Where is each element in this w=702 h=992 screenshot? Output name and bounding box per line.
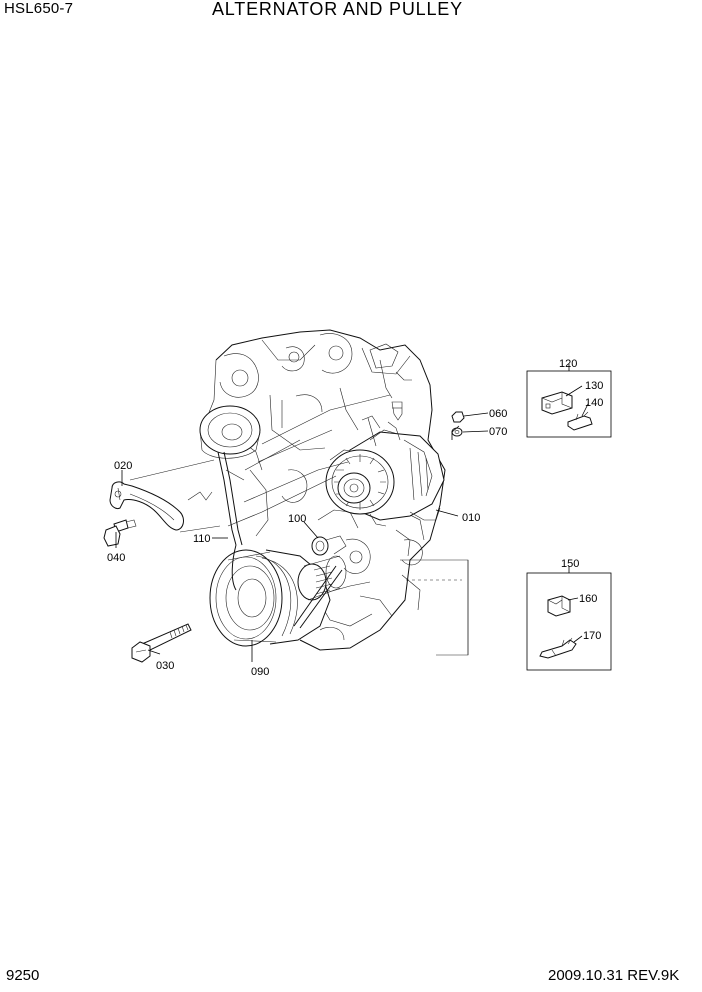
callout-120: 120 [559, 358, 577, 370]
callout-110: 110 [193, 533, 211, 545]
callout-170: 170 [583, 630, 601, 642]
callout-030: 030 [156, 660, 174, 672]
callout-100: 100 [288, 513, 306, 525]
nut-washer-drawing [451, 411, 465, 437]
callout-160: 160 [579, 593, 597, 605]
callout-070: 070 [489, 426, 507, 438]
callout-020: 020 [114, 460, 132, 472]
revision-date: 2009.10.31 REV.9K [548, 967, 680, 984]
alternator-drawing [325, 401, 445, 527]
callout-090: 090 [251, 666, 269, 678]
inset-box-150 [526, 566, 612, 671]
leader-lines [115, 412, 489, 662]
callout-010: 010 [462, 512, 480, 524]
inset-box-120 [526, 364, 612, 438]
callout-150: 150 [561, 558, 579, 570]
bolt-030-drawing [131, 623, 192, 663]
crank-pulley-drawing [209, 535, 347, 647]
callout-140: 140 [585, 397, 603, 409]
page-title: ALTERNATOR AND PULLEY [212, 0, 463, 19]
callout-labels: 020 040 030 110 090 100 010 060 070 120 … [107, 358, 603, 678]
callout-130: 130 [585, 380, 603, 392]
callout-040: 040 [107, 552, 125, 564]
callout-060: 060 [489, 408, 507, 420]
model-name: HSL650-7 [4, 0, 74, 17]
page-number: 9250 [6, 967, 40, 984]
